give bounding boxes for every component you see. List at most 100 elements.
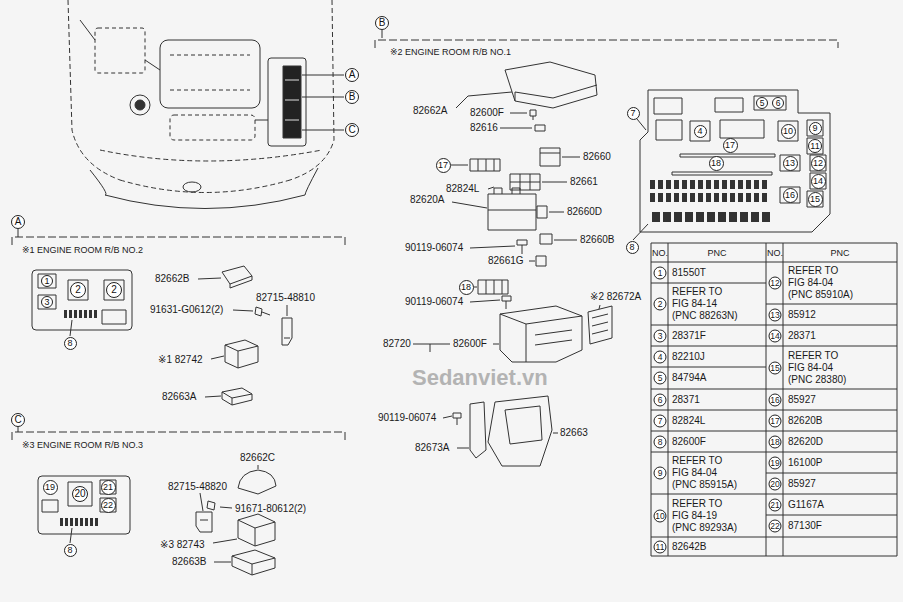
- callout-text: 15: [810, 195, 820, 204]
- relay-block-layout: [780, 187, 800, 203]
- part-number: 82720: [383, 338, 411, 350]
- part-drawing: [470, 246, 515, 248]
- part-drawing: [282, 318, 292, 345]
- part-drawing: [451, 165, 468, 166]
- part-drawing: [470, 402, 486, 458]
- relay-block-layout: [706, 180, 711, 189]
- table-callout-number: 22: [769, 520, 782, 533]
- relay-block-layout: [60, 518, 98, 526]
- relay-block-layout: [90, 518, 93, 526]
- part-drawing: [453, 413, 461, 425]
- relay-block-layout: [658, 180, 663, 189]
- table-cell: 82620B: [788, 415, 856, 427]
- table-callout-number: 21: [769, 498, 782, 511]
- section-bracket: [12, 229, 345, 245]
- relay-block-layout: [696, 212, 704, 222]
- part-drawing: [553, 433, 558, 434]
- relay-block-layout: [751, 212, 759, 222]
- part-drawing: [232, 550, 275, 575]
- relay-block-layout: [674, 212, 682, 222]
- section-title: ※1 ENGINE ROOM R/B NO.2: [22, 245, 143, 256]
- callout-text: 18: [711, 159, 721, 168]
- part-drawing: [238, 470, 276, 494]
- callout-number: 20: [72, 486, 88, 502]
- callout-number: 5: [756, 97, 768, 109]
- relay-block-layout: [650, 180, 655, 189]
- table-header: PNC: [830, 248, 849, 259]
- relay-block-layout: [658, 193, 663, 202]
- callout-number: 8: [626, 241, 639, 254]
- relay-block-layout: [666, 180, 671, 189]
- engine-bay-drawing: [100, 150, 322, 161]
- table-cell: 28371: [788, 330, 856, 342]
- table-cell: 28371: [672, 394, 740, 406]
- part-number: 82616: [470, 122, 498, 134]
- relay-block-layout: [722, 180, 727, 189]
- table-cell: 85912: [788, 309, 856, 321]
- callout-text: 12: [813, 159, 823, 168]
- callout-text: 18: [461, 283, 471, 292]
- callout-text: 11: [810, 142, 819, 151]
- table-cell: 28371F: [672, 330, 740, 342]
- section-callout: C: [11, 413, 25, 427]
- part-drawing: [258, 465, 259, 469]
- part-drawing: [456, 92, 512, 108]
- table-callout-number: 14: [769, 329, 782, 342]
- table-callout-number: 11: [654, 540, 667, 553]
- watermark: Sedanviet.vn: [412, 365, 548, 391]
- table-callout-number: 5: [654, 372, 667, 385]
- part-number: ※2 82672A: [590, 291, 641, 303]
- relay-block-layout: [640, 90, 830, 232]
- part-drawing: [287, 305, 288, 316]
- relay-block-layout: [738, 180, 743, 189]
- part-drawing: [220, 507, 232, 508]
- relay-block-layout: [650, 193, 655, 202]
- part-drawing: [214, 562, 231, 563]
- relay-block-layout: [64, 310, 97, 318]
- part-drawing: [488, 188, 536, 230]
- callout-number: 4: [694, 125, 707, 138]
- table-cell: 81550T: [672, 267, 740, 279]
- callout-number: 2: [106, 282, 122, 298]
- relay-block-layout: [654, 98, 682, 114]
- part-drawing: [198, 278, 221, 279]
- part-number: 82660B: [580, 234, 614, 246]
- relay-block-layout: [652, 212, 660, 222]
- section-bracket: [12, 427, 345, 440]
- relay-block-layout: [754, 96, 786, 110]
- relay-block-layout: [85, 518, 88, 526]
- part-drawing: [540, 148, 560, 166]
- table-header: NO.: [652, 248, 668, 259]
- table-callout-number: 6: [654, 393, 667, 406]
- table-header: PNC: [707, 248, 726, 259]
- part-drawing: [470, 300, 500, 302]
- callout-text: 2: [111, 285, 117, 295]
- relay-block-layout: [38, 274, 56, 288]
- relay-block-layout: [32, 270, 132, 336]
- part-drawing: [505, 62, 597, 108]
- callout-number: 12: [811, 156, 826, 171]
- callout-text: 3: [44, 298, 49, 307]
- callout-text: 14: [813, 177, 823, 186]
- relay-block-layout: [64, 310, 67, 318]
- relay-block-layout: [762, 212, 770, 222]
- table-cell: 82824L: [672, 415, 740, 427]
- relay-block-layout: [690, 121, 710, 141]
- callout-text: 8: [67, 339, 72, 348]
- table-callout-number: 17: [769, 414, 782, 427]
- relay-block-layout: [778, 121, 798, 141]
- section-bracket: [375, 30, 838, 48]
- callout-text: 16: [785, 191, 795, 200]
- part-number: 90119-06074: [405, 296, 463, 308]
- part-drawing: [213, 539, 237, 543]
- relay-block-layout: [718, 212, 726, 222]
- part-drawing: [535, 125, 545, 131]
- relay-block-layout: [60, 518, 63, 526]
- part-drawing: [238, 514, 275, 546]
- part-number: 82600F: [470, 107, 504, 119]
- table-callout-number: 4: [654, 350, 667, 363]
- part-number: 82600F: [453, 338, 487, 350]
- relay-block-layout: [810, 155, 826, 171]
- part-number: 82662A: [413, 105, 447, 117]
